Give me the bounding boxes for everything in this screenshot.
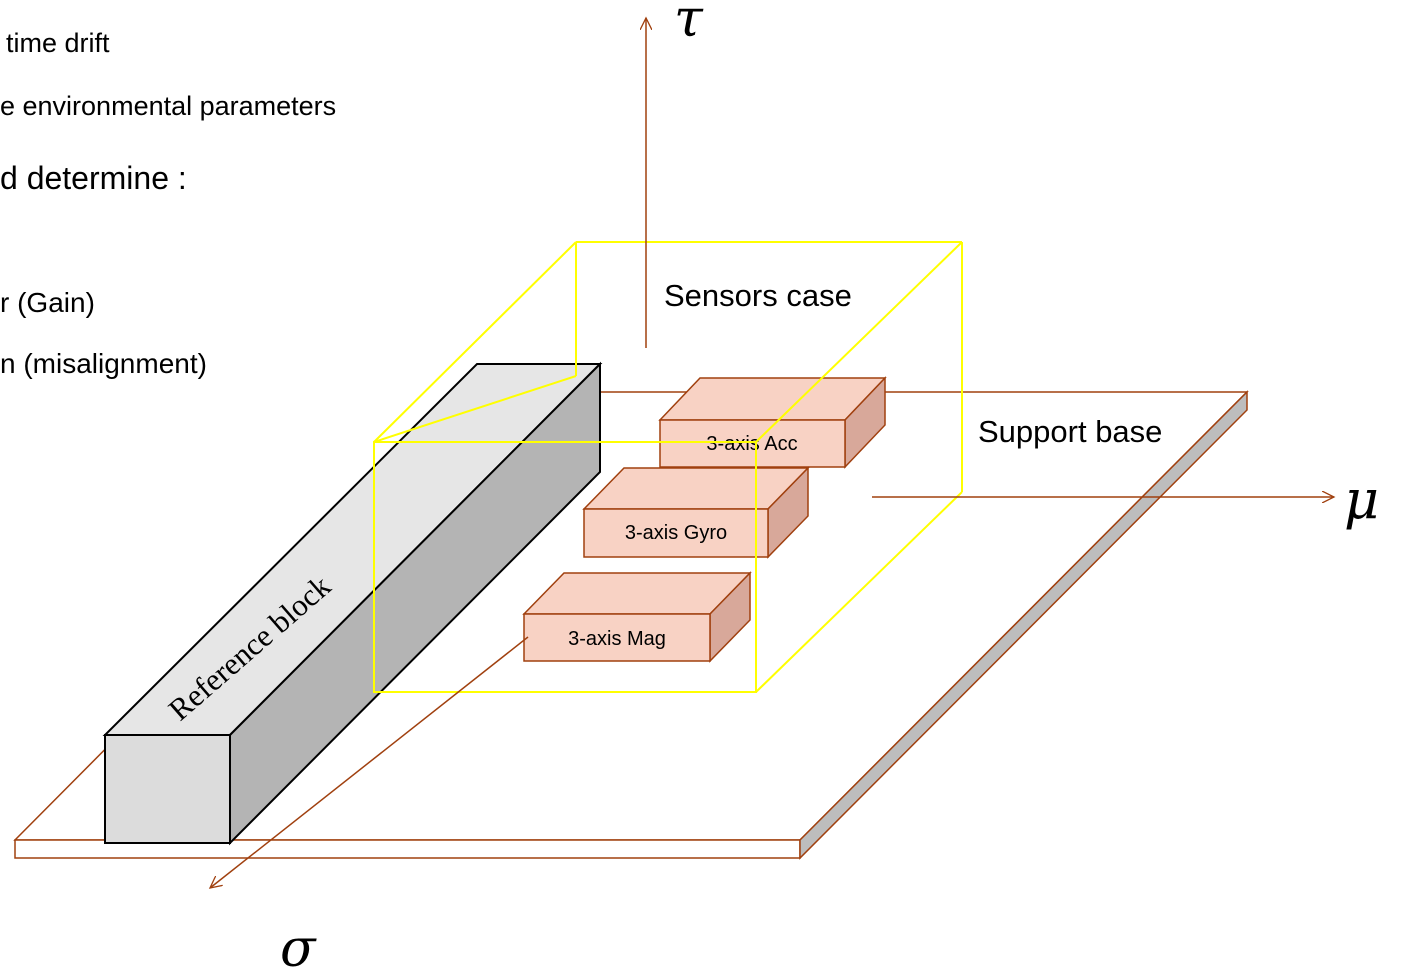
acc-sensor-front [659,419,846,468]
reference-block-front [104,734,231,844]
gyro-sensor-label: 3-axis Gyro [625,522,727,544]
sensors-case-label: Sensors case [664,278,852,313]
mag-sensor-label: 3-axis Mag [568,628,666,650]
mu-symbol: μ [1344,468,1379,531]
sensors-case-front [373,241,963,693]
sigma-symbol: σ [280,919,317,970]
text-line-4: r (Gain) [0,287,95,318]
text-line-5: n (misalignment) [0,348,207,379]
gyro-sensor-front [583,508,769,558]
case-edge [755,241,963,443]
text-line-3: d determine : [0,160,187,196]
acc-sensor-label: 3-axis Acc [706,433,797,455]
sensors-case [373,241,962,443]
tau-symbol: τ [674,0,704,49]
acc-sensor: 3-axis Acc [658,376,887,469]
case-edge [373,375,577,443]
text-line-2: e environmental parameters [0,91,336,121]
text-line-1: time drift [6,28,110,58]
case-edge [755,491,963,693]
support-base-label: Support base [978,414,1162,449]
case-front-face [373,441,757,693]
support-base-side-edge [799,390,1248,860]
cropped-text-block: time drift e environmental parameters d … [0,28,336,379]
mag-sensor: 3-axis Mag [522,571,752,663]
case-edge [373,241,577,443]
gyro-sensor: 3-axis Gyro [582,466,810,559]
mag-sensor-front [523,613,711,662]
sigma-axis [210,636,529,888]
